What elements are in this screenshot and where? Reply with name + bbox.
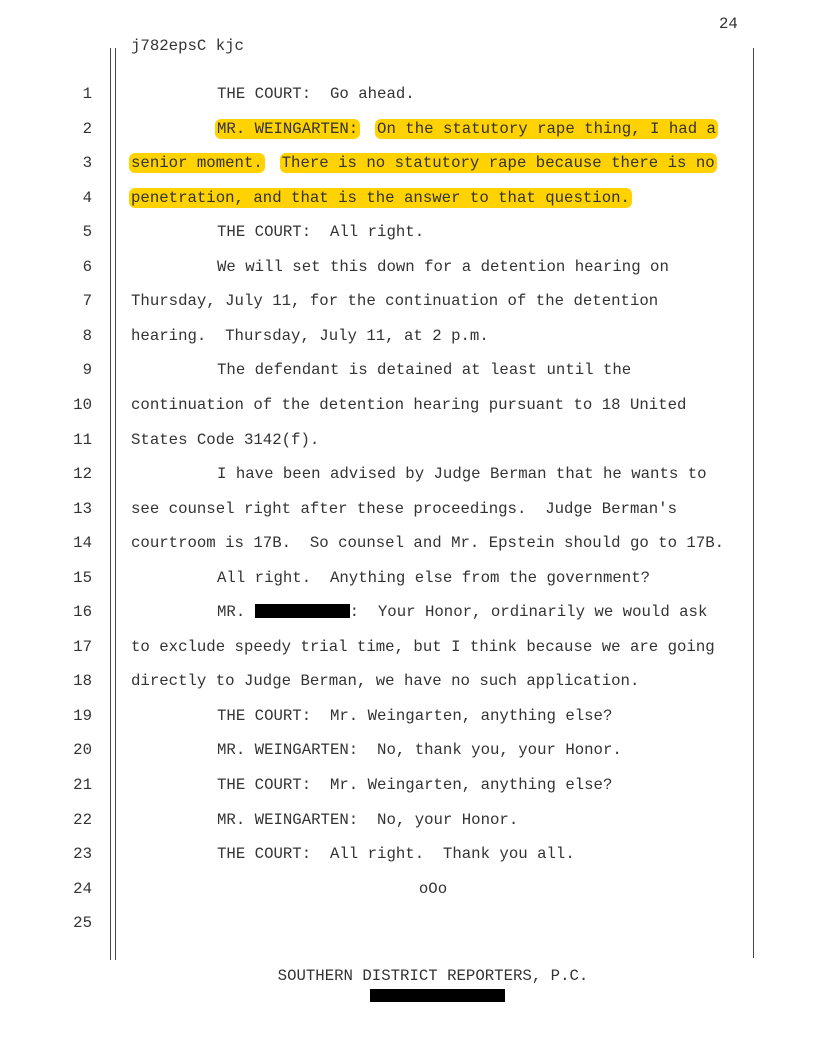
transcript-line: THE COURT: Go ahead. [217, 85, 415, 103]
line-text [263, 154, 282, 172]
line-number: 20 [73, 741, 92, 760]
line-text: THE COURT: All right. [217, 223, 425, 242]
line-text: hearing. Thursday, July 11, at 2 p.m. [131, 326, 489, 345]
highlighted-text: senior moment. [129, 153, 265, 174]
line-text: : Your Honor, ordinarily we would ask [349, 603, 708, 622]
line-number: 6 [82, 257, 92, 276]
line-number: 19 [73, 706, 92, 725]
line-number: 9 [82, 361, 92, 380]
transcript-line: courtroom is 17B. So counsel and Mr. Eps… [131, 534, 724, 552]
line-text: MR. [217, 603, 255, 622]
transcript-line: States Code 3142(f). [131, 431, 319, 449]
highlighted-text: penetration, and that is the answer to t… [129, 187, 632, 208]
transcript-line: MR. WEINGARTEN: No, your Honor. [217, 811, 518, 829]
highlighted-text: There is no statutory rape because there… [279, 153, 717, 174]
transcript-line: THE COURT: Mr. Weingarten, anything else… [217, 707, 612, 725]
highlighted-text: MR. WEINGARTEN: [215, 118, 361, 139]
line-text: All right. Anything else from the govern… [217, 568, 651, 587]
footer-reporter: SOUTHERN DISTRICT REPORTERS, P.C. [277, 967, 589, 985]
transcript-line: Thursday, July 11, for the continuation … [131, 292, 658, 310]
line-text: States Code 3142(f). [131, 430, 320, 449]
transcript-line: I have been advised by Judge Berman that… [217, 465, 707, 483]
line-number: 2 [82, 119, 92, 138]
line-number: 21 [73, 776, 92, 794]
transcript-line: MR. WEINGARTEN: On the statutory rape th… [215, 118, 718, 139]
transcript-line: THE COURT: All right. Thank you all. [217, 845, 575, 863]
line-number: 16 [73, 603, 92, 622]
redaction-bar [254, 604, 350, 619]
line-number: 22 [73, 810, 92, 829]
line-number: 13 [73, 499, 92, 518]
line-text: We will set this down for a detention he… [217, 257, 669, 276]
redaction-bar [370, 989, 505, 1002]
line-text: oOo [418, 879, 448, 898]
transcript-line: THE COURT: Mr. Weingarten, anything else… [217, 776, 612, 794]
line-text: to exclude speedy trial time, but I thin… [131, 637, 715, 656]
line-number: 4 [82, 188, 92, 207]
line-number: 15 [73, 568, 92, 587]
line-text: Thursday, July 11, for the continuation … [131, 292, 659, 311]
transcript-line: The defendant is detained at least until… [217, 361, 631, 379]
left-margin-rule-outer [110, 48, 111, 960]
line-text: THE COURT: Mr. Weingarten, anything else… [217, 706, 613, 725]
transcript-line: MR. : Your Honor, ordinarily we would as… [217, 603, 707, 621]
line-text: courtroom is 17B. So counsel and Mr. Eps… [131, 534, 725, 553]
line-number: 11 [73, 430, 92, 449]
line-text: THE COURT: Mr. Weingarten, anything else… [217, 776, 613, 794]
line-number: 14 [73, 534, 92, 553]
line-text: MR. WEINGARTEN: No, thank you, your Hono… [217, 741, 622, 760]
line-number: 5 [82, 223, 92, 242]
transcript-line: directly to Judge Berman, we have no suc… [131, 672, 639, 690]
highlighted-text: On the statutory rape thing, I had a [375, 118, 718, 139]
line-number: 8 [82, 326, 92, 345]
line-number: 18 [73, 672, 92, 691]
line-text: THE COURT: Go ahead. [217, 85, 415, 103]
line-number: 12 [73, 465, 92, 484]
transcript-line: continuation of the detention hearing pu… [131, 396, 686, 414]
line-text: see counsel right after these proceeding… [131, 499, 678, 518]
transcript-line: see counsel right after these proceeding… [131, 500, 677, 518]
transcript-line: to exclude speedy trial time, but I thin… [131, 638, 715, 656]
right-margin-rule [753, 48, 754, 958]
line-text: continuation of the detention hearing pu… [131, 395, 687, 414]
line-text: MR. WEINGARTEN: No, your Honor. [217, 810, 519, 829]
transcript-line: THE COURT: All right. [217, 223, 424, 241]
line-number: 3 [82, 154, 92, 173]
page-number: 24 [719, 15, 738, 33]
line-number: 24 [73, 879, 92, 898]
transcript-line: All right. Anything else from the govern… [217, 569, 650, 587]
line-number: 25 [73, 914, 92, 933]
line-number: 23 [73, 845, 92, 864]
line-text: The defendant is detained at least until… [217, 361, 632, 380]
line-text: THE COURT: All right. Thank you all. [217, 845, 575, 864]
line-text: I have been advised by Judge Berman that… [217, 465, 707, 484]
line-text: directly to Judge Berman, we have no suc… [131, 672, 640, 691]
line-number: 1 [82, 85, 92, 103]
line-number: 17 [73, 637, 92, 656]
transcript-header: j782epsC kjc [131, 37, 244, 55]
transcript-line: oOo [0, 880, 816, 898]
line-number: 7 [82, 292, 92, 311]
transcript-line: hearing. Thursday, July 11, at 2 p.m. [131, 327, 489, 345]
transcript-line: MR. WEINGARTEN: No, thank you, your Hono… [217, 741, 622, 759]
transcript-line: penetration, and that is the answer to t… [129, 187, 632, 208]
transcript-line: senior moment. There is no statutory rap… [129, 153, 717, 174]
transcript-line: We will set this down for a detention he… [217, 258, 669, 276]
line-number: 10 [73, 395, 92, 414]
left-margin-rule-inner [115, 48, 116, 960]
